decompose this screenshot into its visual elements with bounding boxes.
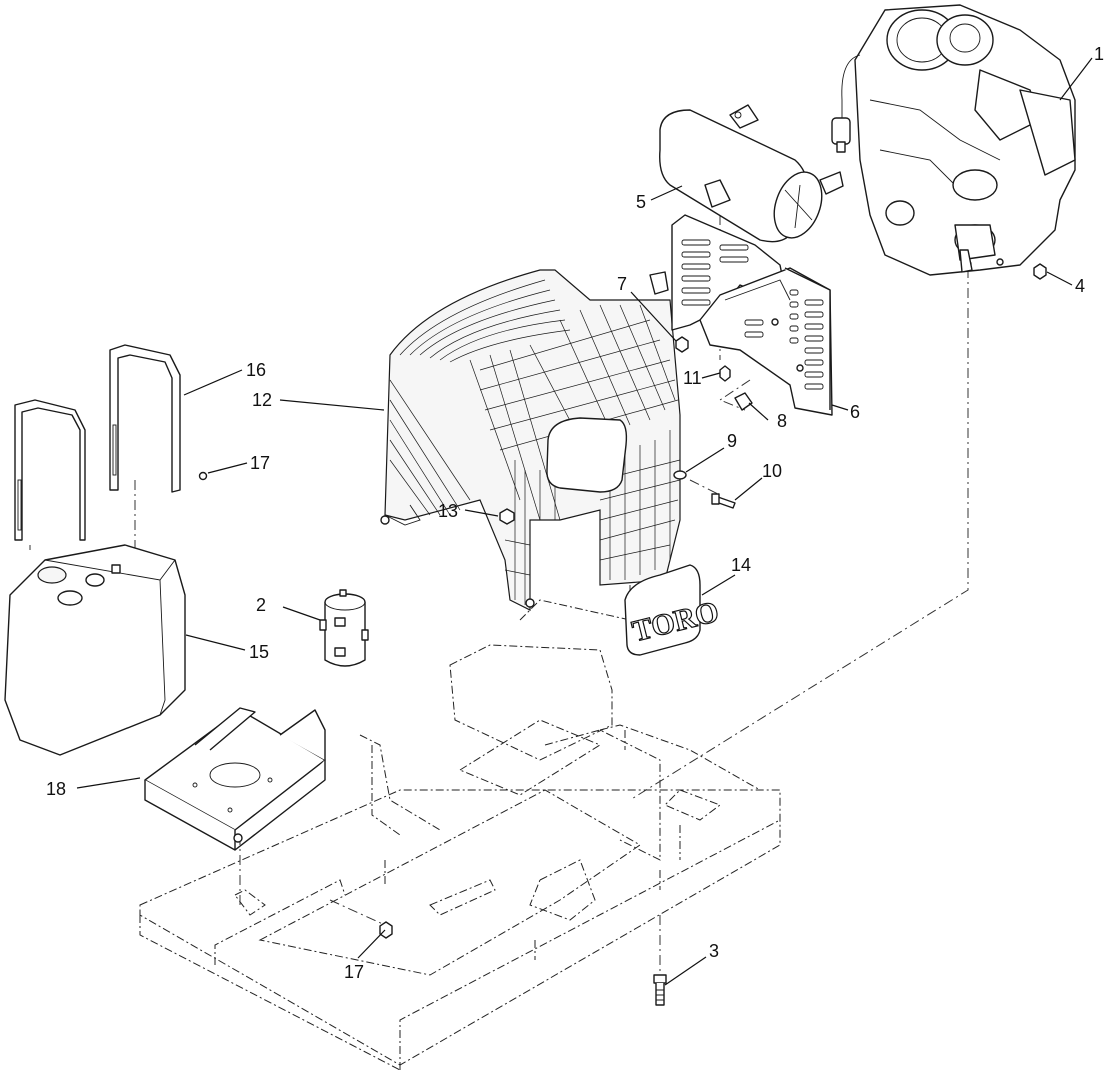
callout-15: 15 <box>249 642 269 662</box>
part-3-bolt <box>653 974 667 1006</box>
callout-4: 4 <box>1075 276 1085 296</box>
leader-lines <box>76 57 1093 986</box>
fuel-tank <box>4 544 186 756</box>
callout-labels: 1 2 3 4 5 6 7 8 9 10 11 12 13 14 15 16 1… <box>46 44 1104 982</box>
heat-shield <box>649 214 833 416</box>
callout-3: 3 <box>709 941 719 961</box>
part-13-nut <box>499 508 515 525</box>
part-9-washer <box>673 470 687 480</box>
callout-17-lower: 17 <box>344 962 364 982</box>
tank-mount-plate <box>144 707 326 851</box>
callout-6: 6 <box>850 402 860 422</box>
part-11-nut <box>719 365 731 382</box>
callout-11: 11 <box>683 368 702 388</box>
callout-17-upper: 17 <box>250 453 270 473</box>
chassis-frame <box>139 599 781 1071</box>
callout-13: 13 <box>438 501 458 521</box>
muffler <box>659 104 844 243</box>
tank-straps <box>14 344 208 541</box>
callout-18: 18 <box>46 779 66 799</box>
engine <box>831 4 1076 276</box>
engine-guard <box>380 269 681 611</box>
callout-9: 9 <box>727 431 737 451</box>
callout-12: 12 <box>252 390 272 410</box>
part-7-nut <box>675 336 689 353</box>
callout-14: 14 <box>731 555 751 575</box>
callout-7: 7 <box>617 274 627 294</box>
part-8-clip <box>734 392 753 411</box>
callout-2: 2 <box>256 595 266 615</box>
callout-5: 5 <box>636 192 646 212</box>
callout-16: 16 <box>246 360 266 380</box>
charcoal-canister <box>319 589 369 667</box>
part-4-nut <box>1033 263 1047 280</box>
callout-1: 1 <box>1094 44 1104 64</box>
part-17-lower-nut <box>379 921 393 939</box>
part-10-bolt-head <box>711 493 720 505</box>
callout-10: 10 <box>762 461 782 481</box>
callout-8: 8 <box>777 411 787 431</box>
fasteners <box>673 336 753 509</box>
